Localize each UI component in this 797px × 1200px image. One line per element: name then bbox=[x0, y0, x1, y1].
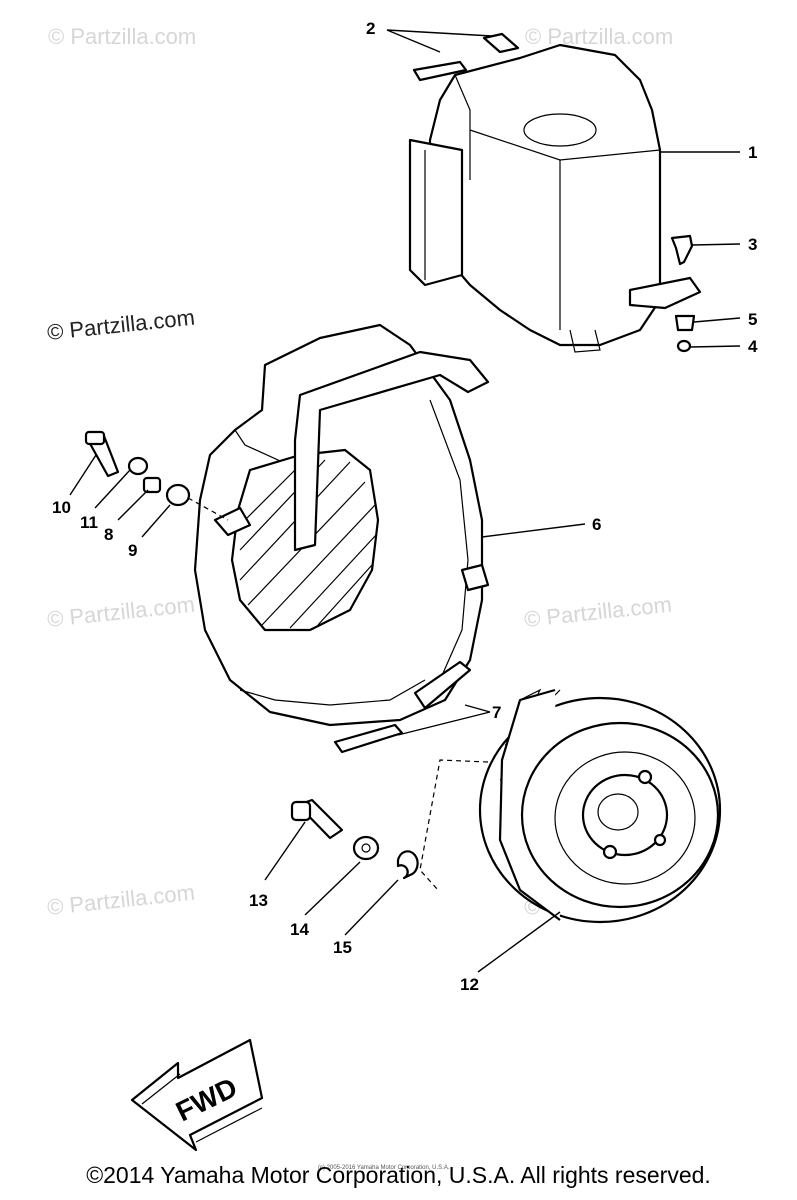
strip-part bbox=[412, 32, 520, 82]
callout-11: 11 bbox=[80, 513, 98, 532]
washer-part bbox=[352, 835, 380, 861]
callout-6: 6 bbox=[592, 515, 601, 534]
callout-15: 15 bbox=[333, 938, 352, 957]
callout-12: 12 bbox=[460, 975, 479, 994]
callout-5: 5 bbox=[748, 310, 757, 329]
flywheel-part bbox=[478, 688, 722, 924]
callout-13: 13 bbox=[249, 891, 268, 910]
callout-7: 7 bbox=[492, 703, 501, 722]
leader-lines bbox=[69, 29, 741, 973]
bolt-part bbox=[84, 430, 120, 478]
bolt-part bbox=[290, 798, 344, 840]
callout-10: 10 bbox=[52, 498, 71, 517]
collar-part bbox=[142, 476, 162, 494]
callout-3: 3 bbox=[748, 235, 757, 254]
watermark: © Partzilla.com bbox=[48, 24, 196, 49]
callout-8: 8 bbox=[104, 525, 113, 544]
small-print: (c) 2005-2016 Yamaha Motor Corporation, … bbox=[318, 1165, 450, 1171]
fan-housing-part bbox=[193, 323, 490, 727]
watermark-main: © Partzilla.com bbox=[46, 305, 196, 345]
collar-part bbox=[676, 339, 692, 353]
callout-4: 4 bbox=[748, 337, 758, 356]
callout-1: 1 bbox=[748, 143, 757, 162]
lock-washer-part bbox=[396, 850, 419, 880]
watermark: © Partzilla.com bbox=[46, 880, 196, 920]
strip-part bbox=[333, 660, 472, 754]
watermark: © Partzilla.com bbox=[525, 24, 673, 49]
watermark: © Partzilla.com bbox=[46, 592, 196, 632]
callout-2: 2 bbox=[366, 19, 375, 38]
assembly-line bbox=[187, 497, 229, 521]
assembly-line bbox=[419, 759, 489, 891]
callout-9: 9 bbox=[128, 541, 137, 560]
grommet-part bbox=[674, 314, 696, 332]
watermark: © Partzilla.com bbox=[523, 592, 673, 632]
shroud-cover-part bbox=[408, 43, 702, 353]
fwd-arrow: FWD bbox=[130, 1038, 264, 1152]
screw-part bbox=[670, 234, 694, 266]
washer-part bbox=[127, 456, 149, 476]
grommet-part bbox=[165, 483, 191, 507]
copyright-footer: ©2014 Yamaha Motor Corporation, U.S.A. A… bbox=[86, 1162, 711, 1188]
callout-14: 14 bbox=[290, 920, 309, 939]
